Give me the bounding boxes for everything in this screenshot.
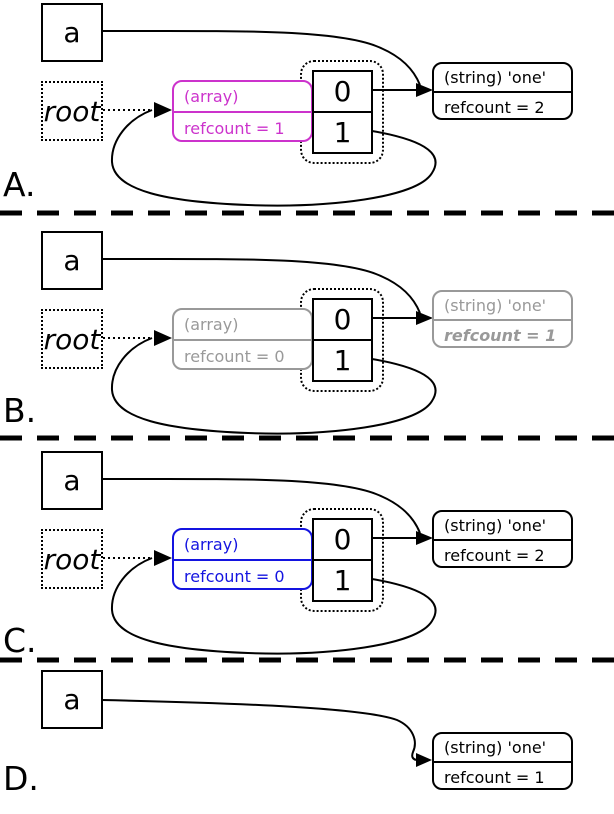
array-refcount: refcount = 0 bbox=[174, 339, 311, 368]
root-label: root bbox=[43, 542, 101, 576]
variable-a-box: a bbox=[41, 3, 103, 62]
variable-a-name: a bbox=[63, 683, 81, 716]
array-slot-table: 0 1 bbox=[312, 298, 373, 382]
string-type: (string) 'one' bbox=[444, 516, 547, 535]
slot1-to-array-loop-connector bbox=[110, 557, 437, 655]
string-arrowhead-icon bbox=[416, 311, 433, 325]
string-type: (string) 'one' bbox=[444, 738, 547, 757]
array-slot-table: 0 1 bbox=[312, 518, 373, 602]
string-refcount: refcount = 2 bbox=[434, 539, 571, 566]
array-arrowhead-icon bbox=[154, 550, 172, 566]
array-arrowhead-icon bbox=[154, 330, 172, 346]
array-slot-0: 0 bbox=[333, 75, 352, 108]
string-type: (string) 'one' bbox=[444, 296, 547, 315]
array-type: (array) bbox=[184, 87, 239, 106]
a-to-string-connector bbox=[101, 699, 417, 761]
array-slot-1: 1 bbox=[314, 559, 371, 600]
root-label: root bbox=[43, 322, 101, 356]
root-box: root bbox=[41, 529, 103, 589]
string-type: (string) 'one' bbox=[444, 68, 547, 87]
variable-a-name: a bbox=[63, 464, 81, 497]
panel-c-label: C. bbox=[3, 621, 37, 660]
slot1-to-array-loop-connector bbox=[110, 109, 437, 207]
array-refcount: refcount = 1 bbox=[174, 111, 311, 140]
string-node: (string) 'one' refcount = 2 bbox=[432, 62, 573, 120]
panel-a-label: A. bbox=[3, 165, 36, 204]
panel-d-label: D. bbox=[3, 759, 39, 798]
string-refcount: refcount = 2 bbox=[434, 91, 571, 118]
string-arrowhead-icon bbox=[416, 753, 432, 767]
array-slot-1: 1 bbox=[314, 339, 371, 380]
panel-b-label: B. bbox=[3, 391, 37, 430]
array-node: (array) refcount = 0 bbox=[172, 308, 313, 370]
array-slot-1: 1 bbox=[314, 111, 371, 152]
a-to-string-connector bbox=[100, 477, 421, 534]
variable-a-box: a bbox=[41, 451, 103, 510]
string-node: (string) 'one' refcount = 1 bbox=[432, 732, 573, 790]
string-refcount: refcount = 1 bbox=[434, 761, 571, 788]
variable-a-box: a bbox=[41, 670, 103, 729]
array-type: (array) bbox=[184, 535, 239, 554]
array-arrowhead-icon bbox=[154, 102, 172, 118]
string-arrowhead-icon bbox=[416, 531, 433, 545]
array-refcount: refcount = 0 bbox=[174, 559, 311, 588]
string-node: (string) 'one' refcount = 1 bbox=[432, 290, 573, 348]
root-box: root bbox=[41, 81, 103, 141]
slot1-to-array-loop-connector bbox=[110, 337, 437, 435]
variable-a-box: a bbox=[41, 231, 103, 290]
root-box: root bbox=[41, 309, 103, 369]
string-arrowhead-icon bbox=[416, 83, 433, 97]
string-node: (string) 'one' refcount = 2 bbox=[432, 510, 573, 568]
array-type: (array) bbox=[184, 315, 239, 334]
a-to-string-connector bbox=[100, 29, 421, 86]
array-slot-0: 0 bbox=[333, 523, 352, 556]
array-slot-0: 0 bbox=[333, 303, 352, 336]
string-refcount: refcount = 1 bbox=[434, 319, 571, 346]
root-label: root bbox=[43, 94, 101, 128]
variable-a-name: a bbox=[63, 244, 81, 277]
a-to-string-connector bbox=[100, 257, 421, 314]
array-slot-table: 0 1 bbox=[312, 70, 373, 154]
variable-a-name: a bbox=[63, 16, 81, 49]
array-node: (array) refcount = 0 bbox=[172, 528, 313, 590]
array-node: (array) refcount = 1 bbox=[172, 80, 313, 142]
